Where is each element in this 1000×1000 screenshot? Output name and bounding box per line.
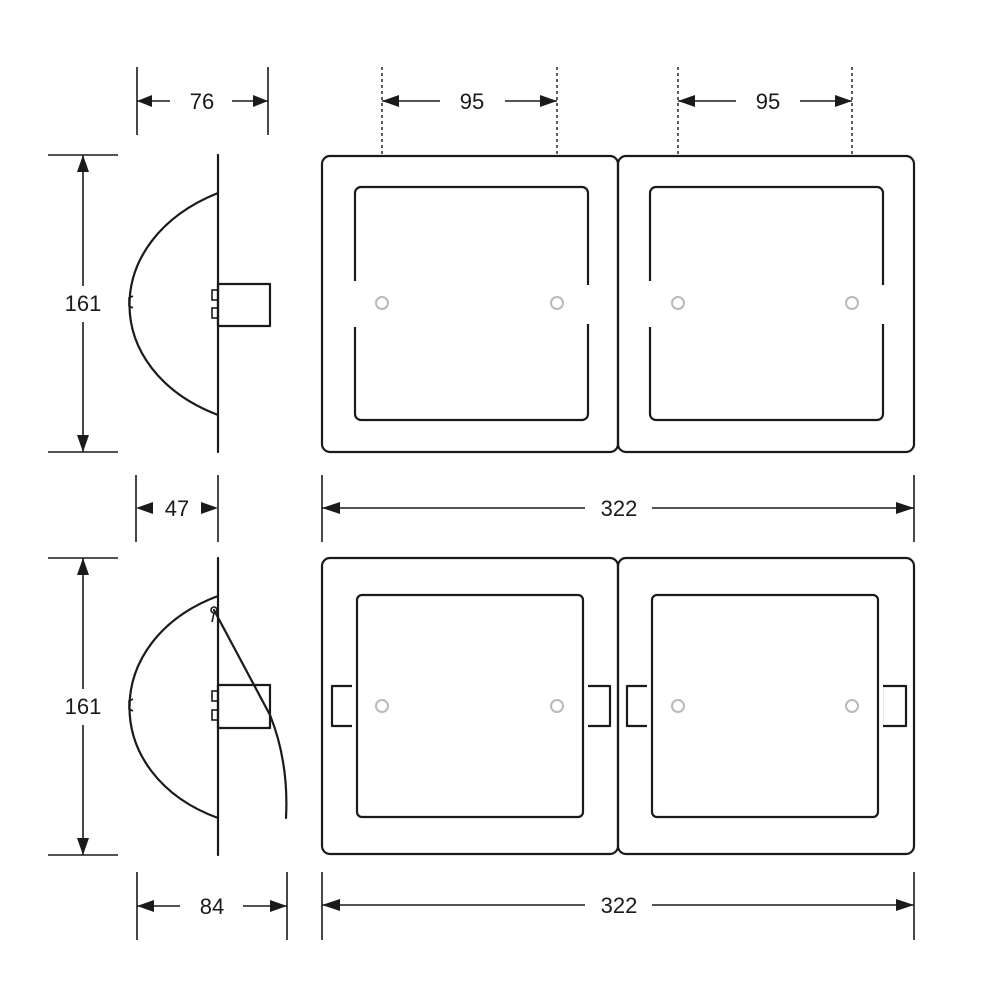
dim-bottom-width-label: 322 bbox=[601, 893, 638, 918]
dim-recess-depth: 47 bbox=[135, 475, 219, 542]
dim-bottom-height-label: 161 bbox=[65, 694, 102, 719]
dim-top-depth-label: 76 bbox=[190, 89, 214, 114]
dim-top-height: 161 bbox=[48, 154, 118, 453]
top-side-view bbox=[128, 153, 272, 454]
dim-top-depth: 76 bbox=[136, 67, 269, 135]
dim-roll-spacing-right-label: 95 bbox=[756, 89, 780, 114]
dim-bottom-height: 161 bbox=[48, 557, 118, 856]
dim-top-width: 322 bbox=[321, 475, 915, 542]
dim-top-height-label: 161 bbox=[65, 291, 102, 316]
screw-icon bbox=[671, 296, 685, 310]
dim-roll-spacing-left: 95 bbox=[381, 67, 558, 156]
dim-bottom-width: 322 bbox=[321, 872, 915, 940]
dim-roll-spacing-right: 95 bbox=[677, 67, 853, 156]
dim-recess-depth-label: 47 bbox=[165, 496, 189, 521]
bottom-front-view bbox=[320, 556, 916, 856]
bottom-side-view bbox=[128, 556, 288, 857]
screw-icon bbox=[845, 296, 859, 310]
screw-icon bbox=[671, 699, 685, 713]
screw-icon bbox=[375, 296, 389, 310]
top-front-view bbox=[320, 154, 916, 454]
dim-top-width-label: 322 bbox=[601, 496, 638, 521]
screw-icon bbox=[550, 699, 564, 713]
dim-roll-spacing-left-label: 95 bbox=[460, 89, 484, 114]
screw-icon bbox=[845, 699, 859, 713]
screw-icon bbox=[550, 296, 564, 310]
dim-bottom-depth-label: 84 bbox=[200, 894, 224, 919]
dim-bottom-depth: 84 bbox=[136, 872, 288, 940]
screw-icon bbox=[375, 699, 389, 713]
